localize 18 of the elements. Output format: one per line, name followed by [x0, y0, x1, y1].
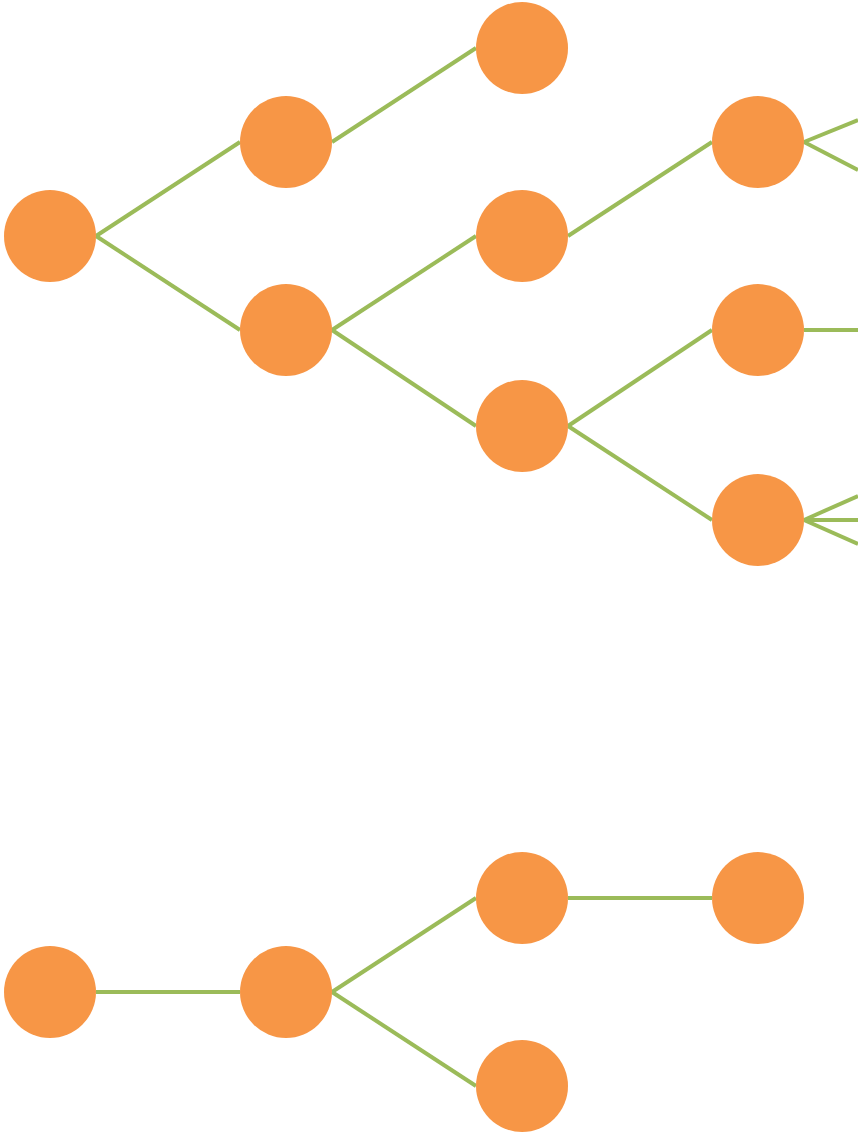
connector-line	[803, 518, 858, 546]
connector-line	[330, 46, 478, 144]
connector-line	[94, 234, 242, 332]
connector-line	[96, 990, 240, 994]
connector-line	[803, 494, 858, 522]
connector-line	[330, 896, 478, 994]
connector-line	[566, 424, 714, 522]
connector-line	[804, 518, 858, 522]
connector-line	[330, 990, 478, 1088]
connector-line	[803, 118, 858, 144]
connector-line	[566, 140, 714, 238]
connector-line	[330, 328, 478, 428]
connector-line	[568, 896, 712, 900]
connector-line	[804, 328, 858, 332]
connector-line	[803, 140, 858, 172]
connector-line	[566, 328, 714, 428]
connector-line	[94, 140, 242, 238]
connector-line	[330, 234, 478, 332]
